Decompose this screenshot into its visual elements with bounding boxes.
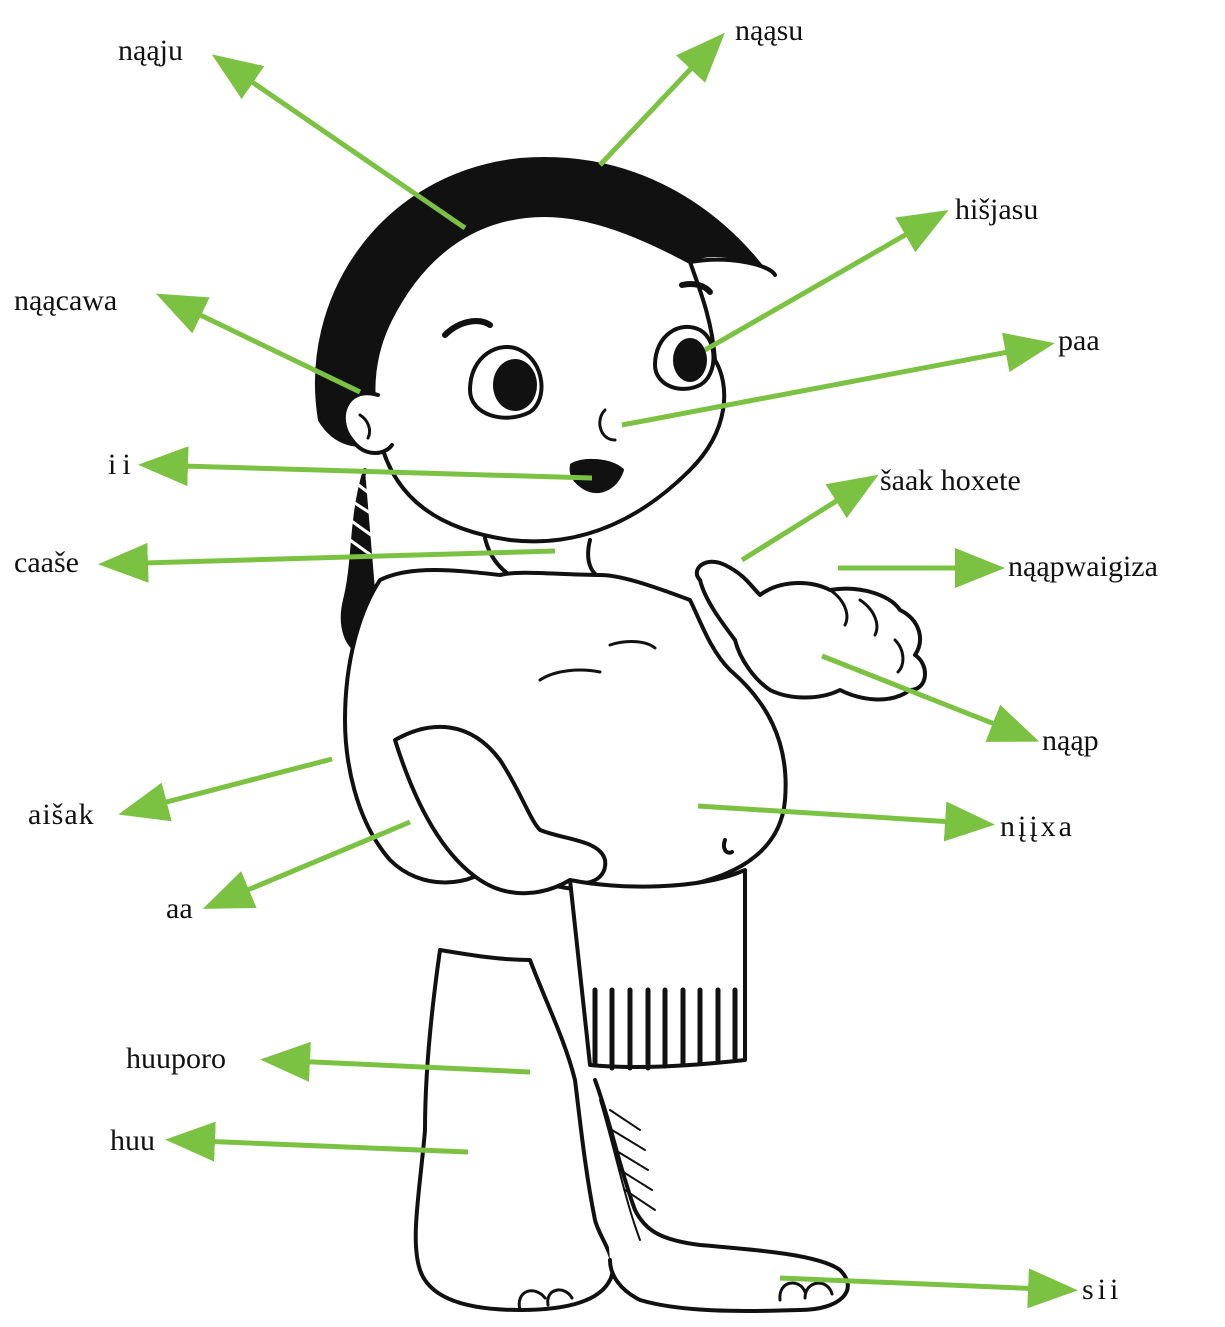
label-saak-hoxete: šaak hoxete: [880, 466, 1021, 496]
label-hisjasu: hišjasu: [955, 195, 1038, 225]
label-naap: nąąp: [1042, 726, 1099, 756]
arrow-aa: [212, 822, 410, 905]
arrow-saak-hoxete: [742, 480, 870, 560]
label-huuporo: huuporo: [126, 1044, 226, 1074]
label-njjxa: nįįxa: [1000, 812, 1075, 842]
label-naasu: nąąsu: [735, 16, 803, 46]
label-naaju: nąąju: [118, 36, 183, 66]
arrow-naasu: [600, 40, 718, 165]
label-aa: aa: [166, 894, 193, 924]
label-aisak: aišak: [28, 800, 95, 830]
label-caase: caaše: [14, 548, 79, 578]
label-sii: sii: [1082, 1275, 1122, 1305]
arrow-hisjasu: [705, 215, 940, 350]
arrow-aisak: [128, 759, 332, 812]
label-naapwaigiza: nąąpwaigiza: [1008, 552, 1158, 582]
label-ii: ii: [108, 450, 137, 480]
child-drawing: [317, 159, 925, 1311]
label-huu: huu: [110, 1126, 155, 1156]
label-naacawa: nąącawa: [14, 286, 117, 316]
label-paa: paa: [1058, 326, 1100, 356]
arrow-naaju: [220, 60, 465, 228]
arrow-caase: [108, 551, 555, 564]
